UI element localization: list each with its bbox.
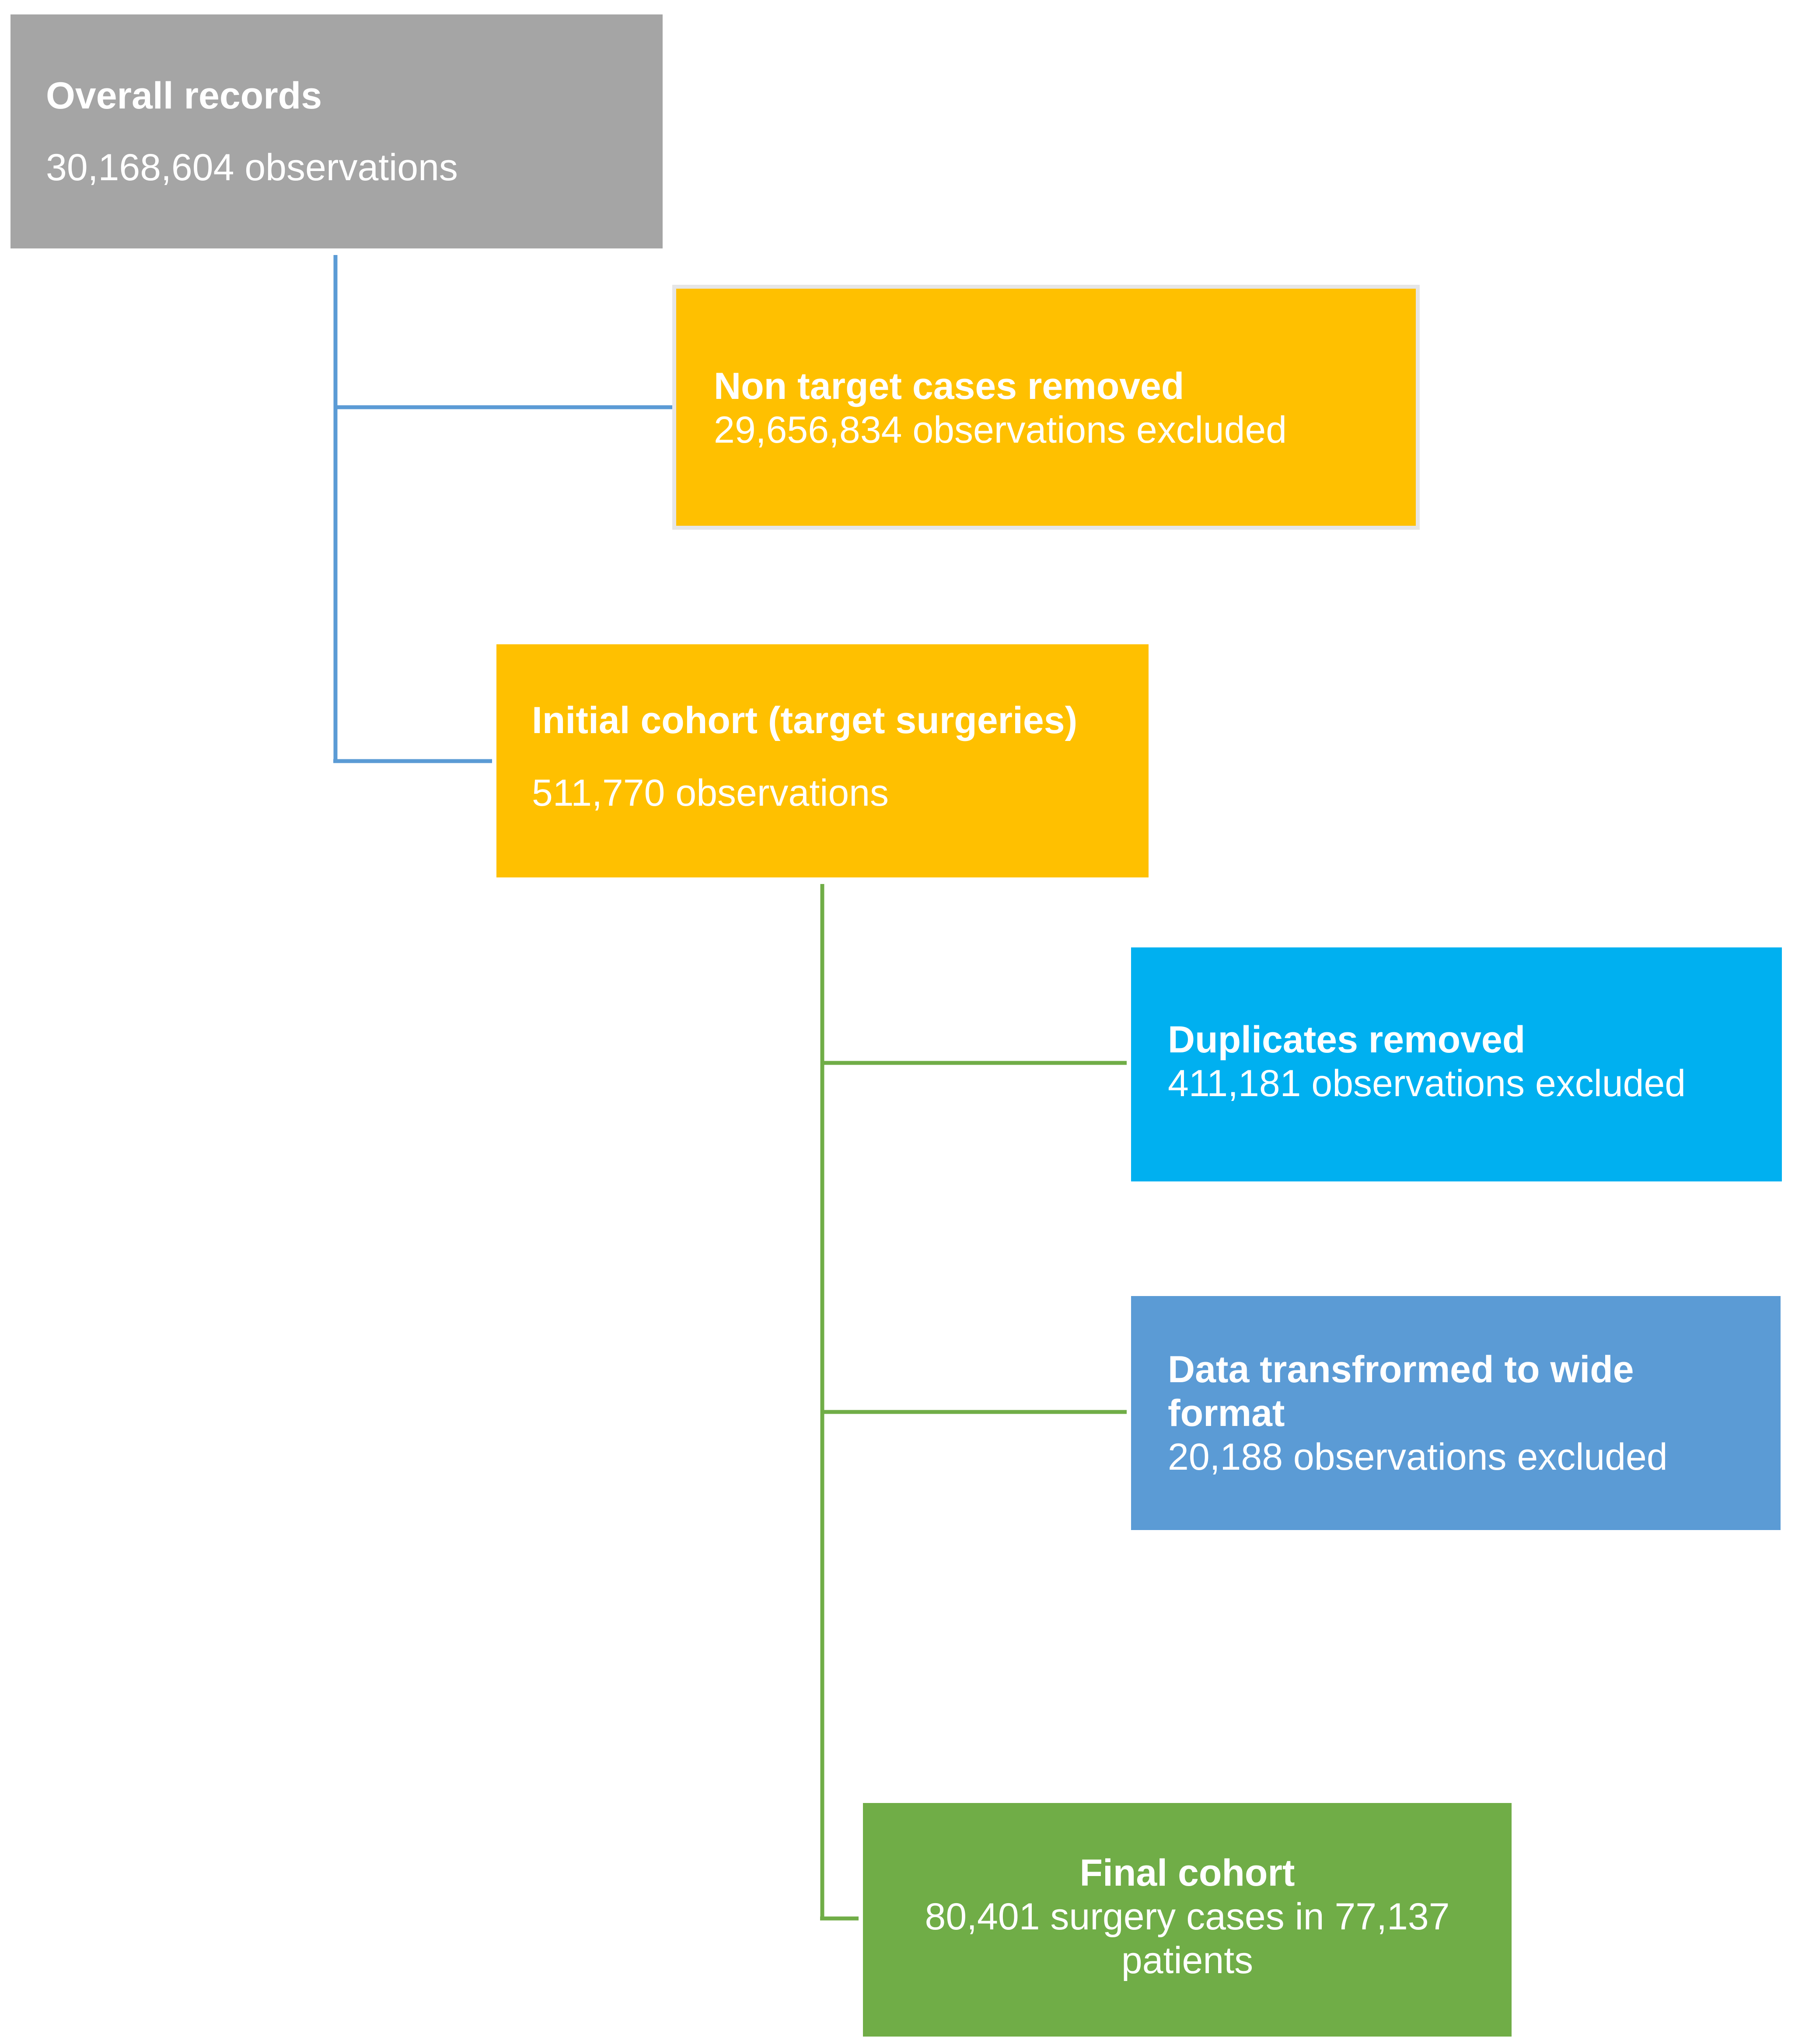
wide-format-box: Data transfrormed to wide format 20,188 … <box>1131 1296 1781 1530</box>
initial-cohort-box: Initial cohort (target surgeries) 511,77… <box>496 644 1149 877</box>
overall-records-count: 30,168,604 observations <box>46 147 458 189</box>
initial-cohort-title: Initial cohort (target surgeries) <box>532 699 1078 741</box>
final-cohort-box: Final cohort 80,401 surgery cases in 77,… <box>863 1803 1512 2037</box>
non-target-removed-box: Non target cases removed 29,656,834 obse… <box>672 285 1420 530</box>
duplicates-removed-count: 411,181 observations excluded <box>1168 1062 1686 1104</box>
duplicates-removed-box: Duplicates removed 411,181 observations … <box>1131 947 1782 1181</box>
overall-records-box: Overall records 30,168,604 observations <box>10 14 663 248</box>
duplicates-removed-title: Duplicates removed <box>1168 1019 1526 1061</box>
initial-cohort-count: 511,770 observations <box>532 772 889 814</box>
wide-format-count: 20,188 observations excluded <box>1168 1436 1668 1478</box>
final-cohort-count: 80,401 surgery cases in 77,137 patients <box>925 1896 1450 1981</box>
wide-format-title: Data transfrormed to wide format <box>1168 1349 1634 1434</box>
overall-records-title: Overall records <box>46 75 322 117</box>
non-target-removed-count: 29,656,834 observations excluded <box>714 409 1287 451</box>
final-cohort-title: Final cohort <box>1079 1852 1295 1894</box>
non-target-removed-title: Non target cases removed <box>714 365 1184 407</box>
